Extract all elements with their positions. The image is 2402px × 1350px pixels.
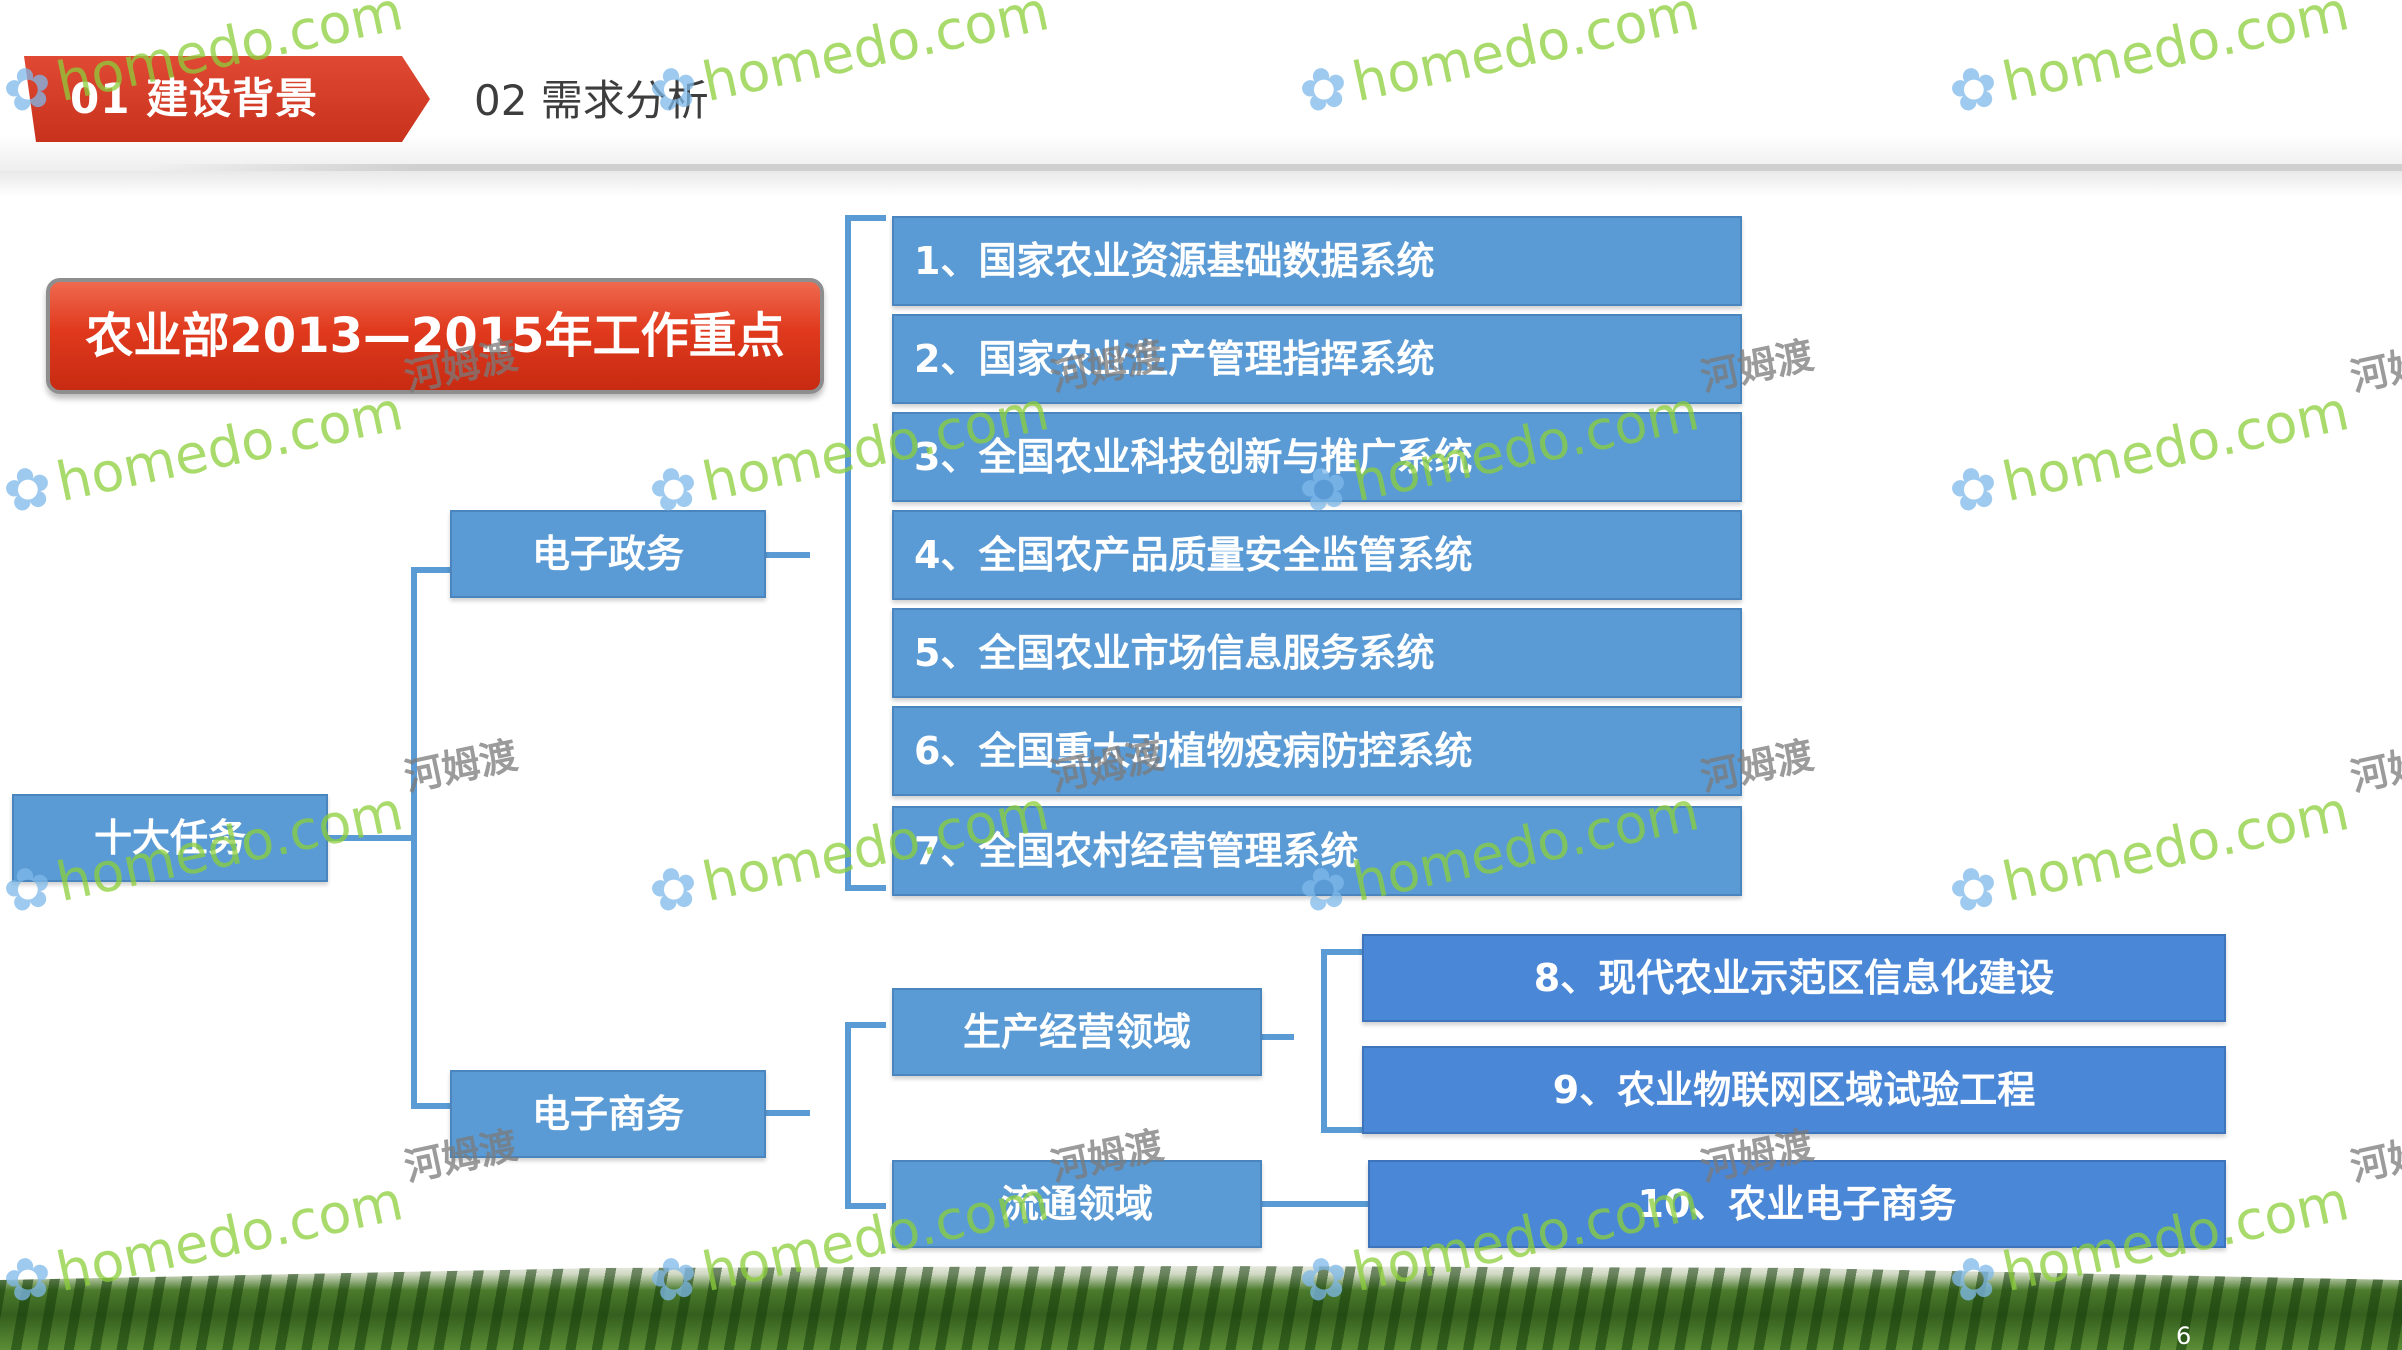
branch-e-commerce: 电子商务 <box>450 1070 766 1158</box>
task-item-10: 10、农业电子商务 <box>1368 1160 2226 1248</box>
task-item-3: 3、全国农业科技创新与推广系统 <box>892 412 1742 502</box>
root-node: 十大任务 <box>12 794 328 882</box>
task-item-9: 9、农业物联网区域试验工程 <box>1362 1046 2226 1134</box>
task-item-4: 4、全国农产品质量安全监管系统 <box>892 510 1742 600</box>
tab-background-active[interactable]: 01 建设背景 <box>24 56 430 142</box>
task-item-2: 2、国家农业生产管理指挥系统 <box>892 314 1742 404</box>
tab-demand-analysis[interactable]: 02 需求分析 <box>474 76 709 125</box>
sub-branch-production: 生产经营领域 <box>892 988 1262 1076</box>
header-divider <box>150 164 2402 171</box>
title-banner: 农业部2013—2015年工作重点 <box>46 278 824 394</box>
page-number: 6 <box>2176 1322 2192 1350</box>
task-item-1: 1、国家农业资源基础数据系统 <box>892 216 1742 306</box>
task-item-7: 7、全国农村经营管理系统 <box>892 806 1742 896</box>
header-shadow <box>0 171 2402 197</box>
task-item-5: 5、全国农业市场信息服务系统 <box>892 608 1742 698</box>
bracket-egov <box>845 215 886 891</box>
task-item-6: 6、全国重大动植物疫病防控系统 <box>892 706 1742 796</box>
bracket-ecommerce <box>845 1022 886 1209</box>
field-photo-strip <box>0 1266 2402 1350</box>
bracket-root <box>411 567 450 1109</box>
bracket-production <box>1321 949 1362 1133</box>
sub-branch-circulation: 流通领域 <box>892 1160 1262 1248</box>
task-item-8: 8、现代农业示范区信息化建设 <box>1362 934 2226 1022</box>
branch-e-gov: 电子政务 <box>450 510 766 598</box>
